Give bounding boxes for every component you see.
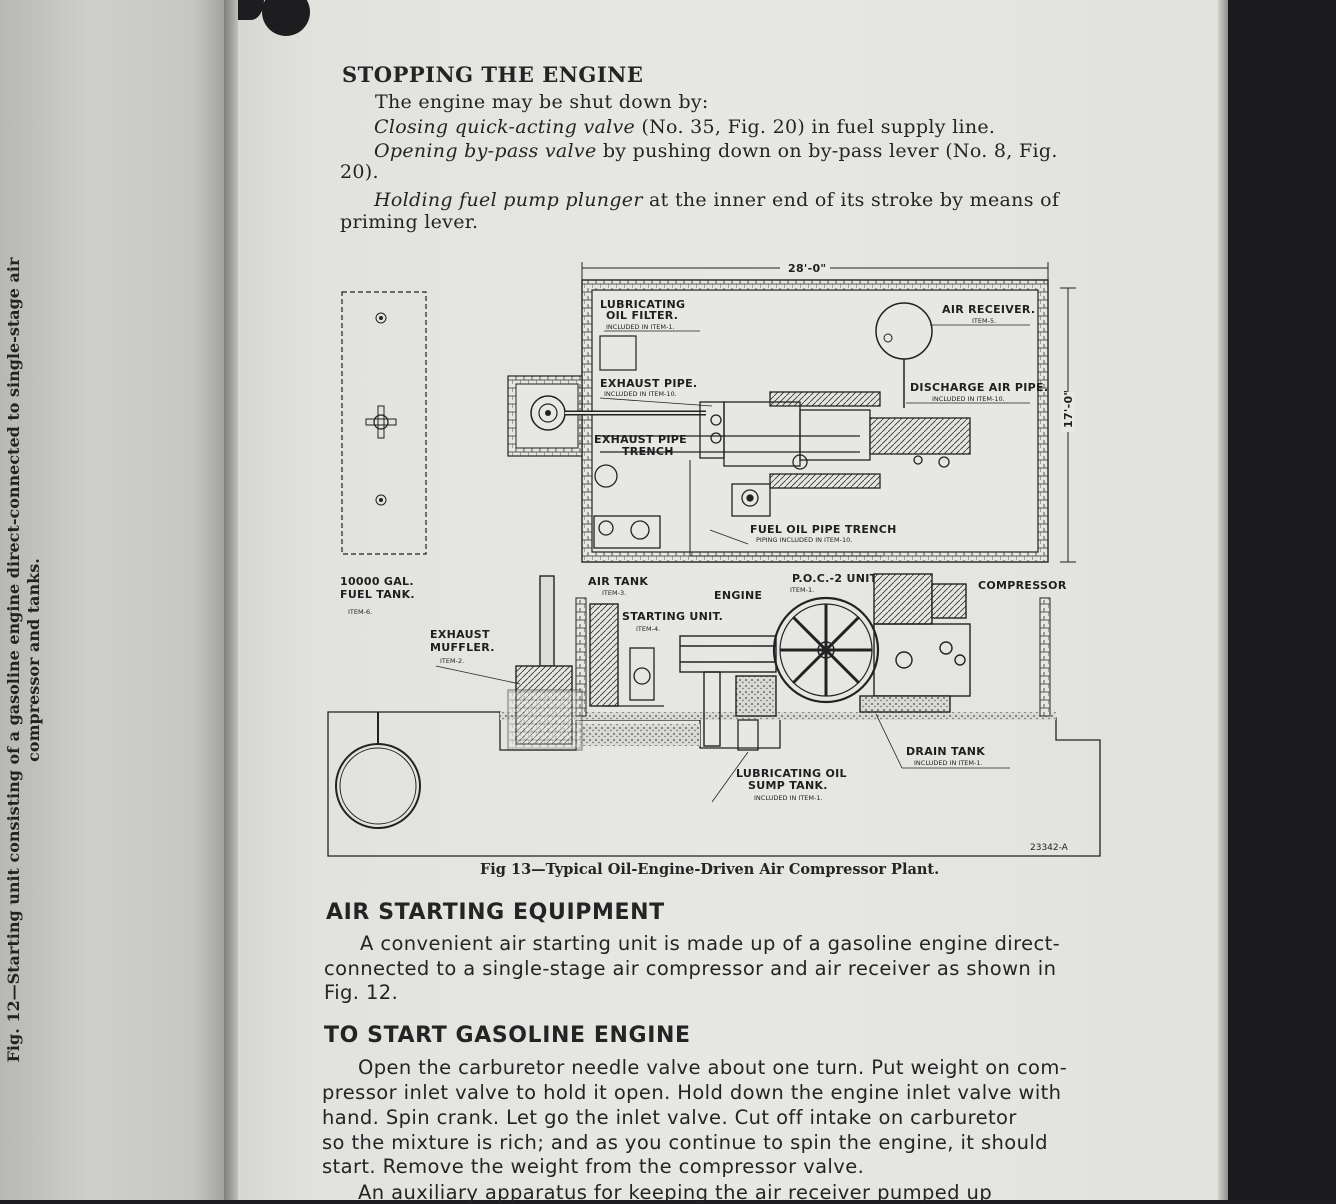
starting-unit-elevation <box>604 647 664 707</box>
label-discharge-pipe-sub: INCLUDED IN ITEM-10. <box>932 395 1005 403</box>
dark-background <box>1228 0 1336 1200</box>
label-lub-filter-2: OIL FILTER. <box>606 309 678 322</box>
label-fuel-tank-1: 10000 GAL. <box>340 575 414 588</box>
ground-section <box>327 711 1101 857</box>
label-drain-tank-sub: INCLUDED IN ITEM-1. <box>914 759 983 767</box>
label-sump-2: SUMP TANK. <box>748 779 828 792</box>
right-page <box>238 0 1220 1200</box>
figure-caption: Fig 13—Typical Oil-Engine-Driven Air Com… <box>480 861 940 878</box>
label-exhaust-trench-1: EXHAUST PIPE <box>594 433 687 446</box>
compressor-elevation <box>859 573 971 713</box>
label-discharge-pipe: DISCHARGE AIR PIPE. <box>910 381 1048 394</box>
label-sump-sub: INCLUDED IN ITEM-1. <box>754 794 823 802</box>
label-compressor: COMPRESSOR <box>978 579 1067 592</box>
label-muffler-2: MUFFLER. <box>430 641 495 654</box>
binder-hole-2 <box>238 0 264 20</box>
label-exhaust-pipe-sub: INCLUDED IN ITEM-10. <box>604 390 677 398</box>
label-fuel-trench: FUEL OIL PIPE TRENCH <box>750 523 897 536</box>
air-receiver-plan <box>875 302 933 408</box>
drawing-number: 23342-A <box>1030 843 1069 853</box>
stopping-item-1-text: (No. 35, Fig. 20) in fuel supply line. <box>635 116 996 138</box>
book-spine <box>224 0 240 1200</box>
lub-oil-filter <box>599 335 637 371</box>
label-air-receiver-sub: ITEM-5. <box>972 317 996 325</box>
stopping-item-2-italic: Opening by-pass valve <box>374 140 597 162</box>
label-air-tank-sub: ITEM-3. <box>602 589 626 597</box>
label-exhaust-trench-2: TRENCH <box>622 445 674 458</box>
dim-width-label: 28'-0" <box>788 262 826 275</box>
engine-compressor-plan <box>600 391 971 517</box>
heading-stopping-engine: STOPPING THE ENGINE <box>342 62 644 87</box>
gasoline-line-4: so the mixture is rich; and as you conti… <box>322 1131 1048 1154</box>
air-starting-line-1: A convenient air starting unit is made u… <box>360 932 1061 955</box>
sump-tank <box>737 719 759 751</box>
stopping-item-3-text: at the inner end of its stroke by means … <box>642 189 1060 211</box>
engine-elevation <box>679 635 777 747</box>
stopping-item-1: Closing quick-acting valve (No. 35, Fig.… <box>374 116 995 138</box>
label-starting-unit: STARTING UNIT. <box>622 610 723 623</box>
label-muffler-sub: ITEM-2. <box>440 657 464 665</box>
label-exhaust-pipe: EXHAUST PIPE. <box>600 377 697 390</box>
air-starting-line-3: Fig. 12. <box>324 981 399 1004</box>
label-drain-tank: DRAIN TANK <box>906 745 985 758</box>
dim-height-label: 17'-0" <box>1062 390 1075 428</box>
gasoline-line-3: hand. Spin crank. Let go the inlet valve… <box>322 1106 1017 1129</box>
gasoline-line-1: Open the carburetor needle valve about o… <box>358 1056 1068 1079</box>
gasoline-line-2: pressor inlet valve to hold it open. Hol… <box>322 1081 1062 1104</box>
exhaust-trench-housing <box>507 375 706 457</box>
label-fuel-trench-sub: PIPING INCLUDED IN ITEM-10. <box>756 536 852 544</box>
flywheel <box>772 596 880 704</box>
plan-small-equipment <box>593 464 661 549</box>
stopping-intro: The engine may be shut down by: <box>375 91 709 113</box>
label-air-receiver: AIR RECEIVER. <box>942 303 1035 316</box>
left-page: Fig. 12—Starting unit consisting of a ga… <box>0 0 228 1200</box>
label-poc-unit-sub: ITEM-1. <box>790 586 814 594</box>
stopping-item-2-text: by pushing down on by-pass lever (No. 8,… <box>596 140 1058 162</box>
stopping-item-3-continued: priming lever. <box>340 211 479 233</box>
stopping-item-2: Opening by-pass valve by pushing down on… <box>374 140 1058 162</box>
label-air-tank: AIR TANK <box>588 575 648 588</box>
label-sump-1: LUBRICATING OIL <box>736 767 847 780</box>
gasoline-line-5: start. Remove the weight from the compre… <box>322 1155 865 1178</box>
label-starting-unit-sub: ITEM-4. <box>636 625 660 633</box>
label-lub-filter-sub: INCLUDED IN ITEM-1. <box>606 323 675 331</box>
label-fuel-tank-sub: ITEM-6. <box>348 608 372 616</box>
label-fuel-tank-2: FUEL TANK. <box>340 588 415 601</box>
air-tank-elevation <box>589 603 619 707</box>
heading-air-starting: AIR STARTING EQUIPMENT <box>326 900 665 925</box>
heading-start-gasoline: TO START GASOLINE ENGINE <box>324 1023 691 1048</box>
fuel-tank-elevation <box>335 712 421 829</box>
exhaust-muffler <box>507 575 583 751</box>
air-starting-line-2: connected to a single-stage air compress… <box>324 957 1057 980</box>
label-engine: ENGINE <box>714 589 762 602</box>
stopping-item-2-continued: 20). <box>340 161 379 183</box>
fuel-tank-plan <box>341 291 427 555</box>
label-muffler-1: EXHAUST <box>430 628 490 641</box>
label-lub-filter-1: LUBRICATING <box>600 298 685 311</box>
gasoline-line-6: An auxiliary apparatus for keeping the a… <box>358 1181 993 1204</box>
stopping-item-3: Holding fuel pump plunger at the inner e… <box>374 189 1059 211</box>
stopping-item-1-italic: Closing quick-acting valve <box>374 116 636 138</box>
stopping-item-3-italic: Holding fuel pump plunger <box>374 189 643 211</box>
page-edge <box>1218 0 1228 1200</box>
label-poc-unit: P.O.C.-2 UNIT. <box>792 572 880 585</box>
